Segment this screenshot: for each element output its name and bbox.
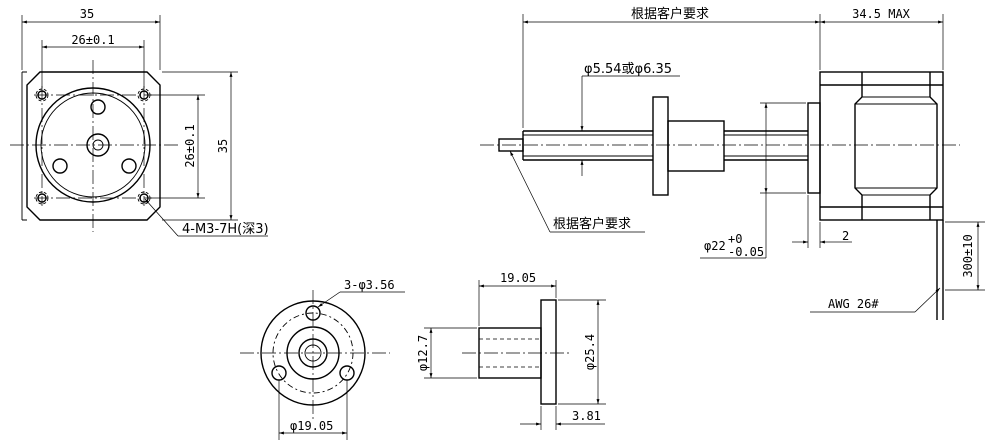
front-height-label: 35: [216, 139, 230, 153]
nut-hole-right: [339, 365, 355, 381]
thread-spec-label: 4-M3-7H(深3): [182, 222, 269, 237]
nut-pcd-label: φ19.05: [290, 419, 333, 433]
front-hole-spacing-v-label: 26±0.1: [183, 124, 197, 167]
nut-front-view: 3-φ3.56 φ19.05: [240, 278, 405, 440]
motor-side-view: 根据客户要求 34.5 MAX φ5.54或φ6.35 根据客户要求 φ22 +…: [480, 6, 985, 320]
nut-hole-left: [271, 365, 287, 381]
nut-flange-diameter-label: φ25.4: [583, 334, 597, 370]
nut-holes-label: 3-φ3.56: [344, 278, 395, 292]
motor-face-outline: [26, 71, 161, 221]
body-length-label: 34.5 MAX: [852, 7, 911, 21]
nut-flange-thickness-label: 3.81: [572, 409, 601, 423]
front-hole-spacing-h-label: 26±0.1: [71, 33, 114, 47]
boss-diameter-label: φ22: [704, 239, 726, 253]
screw-diameter-label: φ5.54或φ6.35: [584, 62, 672, 77]
nut-side-flange: [540, 299, 557, 405]
nut-length-label: 19.05: [500, 271, 536, 285]
boss-height-label: 2: [842, 229, 849, 243]
lead-wire: [936, 220, 944, 320]
lead-length-label: 300±10: [961, 234, 975, 277]
boss-tol-lower: -0.05: [728, 245, 764, 259]
nut-body-diameter-label: φ12.7: [416, 335, 430, 371]
nut-body: [667, 120, 725, 172]
hole-right: [121, 158, 137, 174]
boss-tol-upper: +0: [728, 232, 742, 246]
front-width-label: 35: [80, 7, 94, 21]
wire-gauge-label: AWG 26#: [828, 297, 879, 311]
screw-length-label: 根据客户要求: [631, 6, 709, 22]
nut-flange: [652, 96, 669, 196]
hole-top: [90, 99, 106, 115]
motor-face-edge: [21, 71, 27, 221]
motor-body: [819, 71, 944, 221]
nut-side-view: 19.05 φ12.7 φ25.4 3.81: [416, 271, 606, 430]
screw-end-label: 根据客户要求: [553, 216, 631, 232]
motor-front-view: 35 26±0.1 26±0.1 35 4-M3-7H(深3): [10, 7, 269, 237]
hole-left: [52, 158, 68, 174]
motor-boss: [807, 102, 821, 194]
